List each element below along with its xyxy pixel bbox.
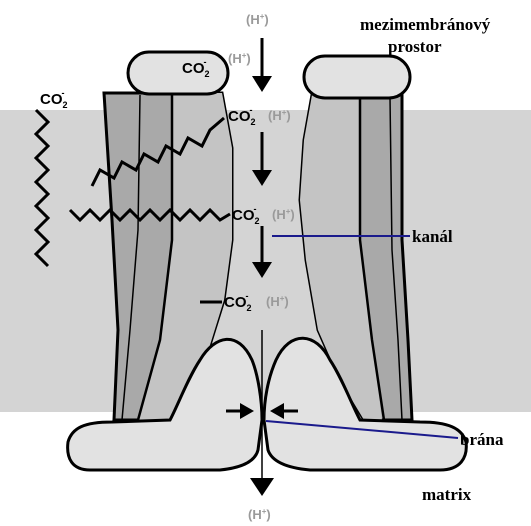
proton-label-3: (H+) — [266, 294, 289, 309]
right-cap — [304, 56, 410, 98]
svg-text:CO2-: CO2- — [40, 88, 68, 110]
membrane-band — [0, 110, 531, 412]
left-cap — [128, 52, 228, 94]
label-intermembrane-line2: prostor — [388, 37, 442, 56]
label-channel: kanál — [412, 227, 453, 246]
proton-label-cap: (H+) — [228, 51, 251, 66]
flow-arrow-exit-head — [250, 478, 274, 496]
co2-label-chain: CO2- — [40, 88, 68, 110]
proton-label-top: (H+) — [246, 12, 269, 27]
proton-label-2: (H+) — [272, 207, 295, 222]
label-intermembrane-line1: mezimembránový — [360, 15, 491, 34]
flow-arrow-1-head — [252, 76, 272, 92]
proton-label-bottom: (H+) — [248, 507, 271, 522]
label-gate: brána — [460, 430, 504, 449]
label-matrix: matrix — [422, 485, 472, 504]
proton-label-1: (H+) — [268, 108, 291, 123]
